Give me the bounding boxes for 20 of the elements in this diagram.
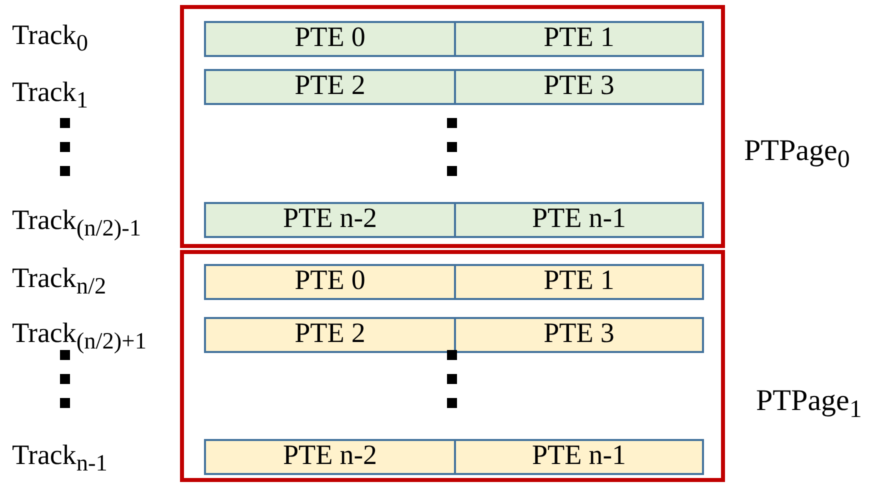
pte-cell: PTE 3 [454,317,704,353]
pte-cell: PTE 1 [454,264,704,300]
pte-cell: PTE n-1 [454,202,704,238]
track-label: Track$_{n-1}$ [12,440,108,478]
pte-cell: PTE n-2 [204,439,456,475]
track-label: Track$_{n/2}$ [12,263,106,301]
pte-cell: PTE 1 [454,21,704,57]
pte-cell: PTE n-1 [454,439,704,475]
pte-cell: PTE 0 [204,264,456,300]
pte-cell: PTE 0 [204,21,456,57]
pte-cell: PTE 3 [454,69,704,105]
pte-cell: PTE 2 [204,317,456,353]
track-label: Track$_{0}$ [12,20,88,58]
page-label: PTPage$_{1}$ [756,384,862,424]
pte-cell: PTE 2 [204,69,456,105]
track-label: Track$_{1}$ [12,77,88,115]
page-label: PTPage$_{0}$ [744,134,850,174]
track-label: Track$_{(n/2)-1}$ [12,205,142,243]
pte-cell: PTE n-2 [204,202,456,238]
track-label: Track$_{(n/2)+1}$ [12,318,146,356]
